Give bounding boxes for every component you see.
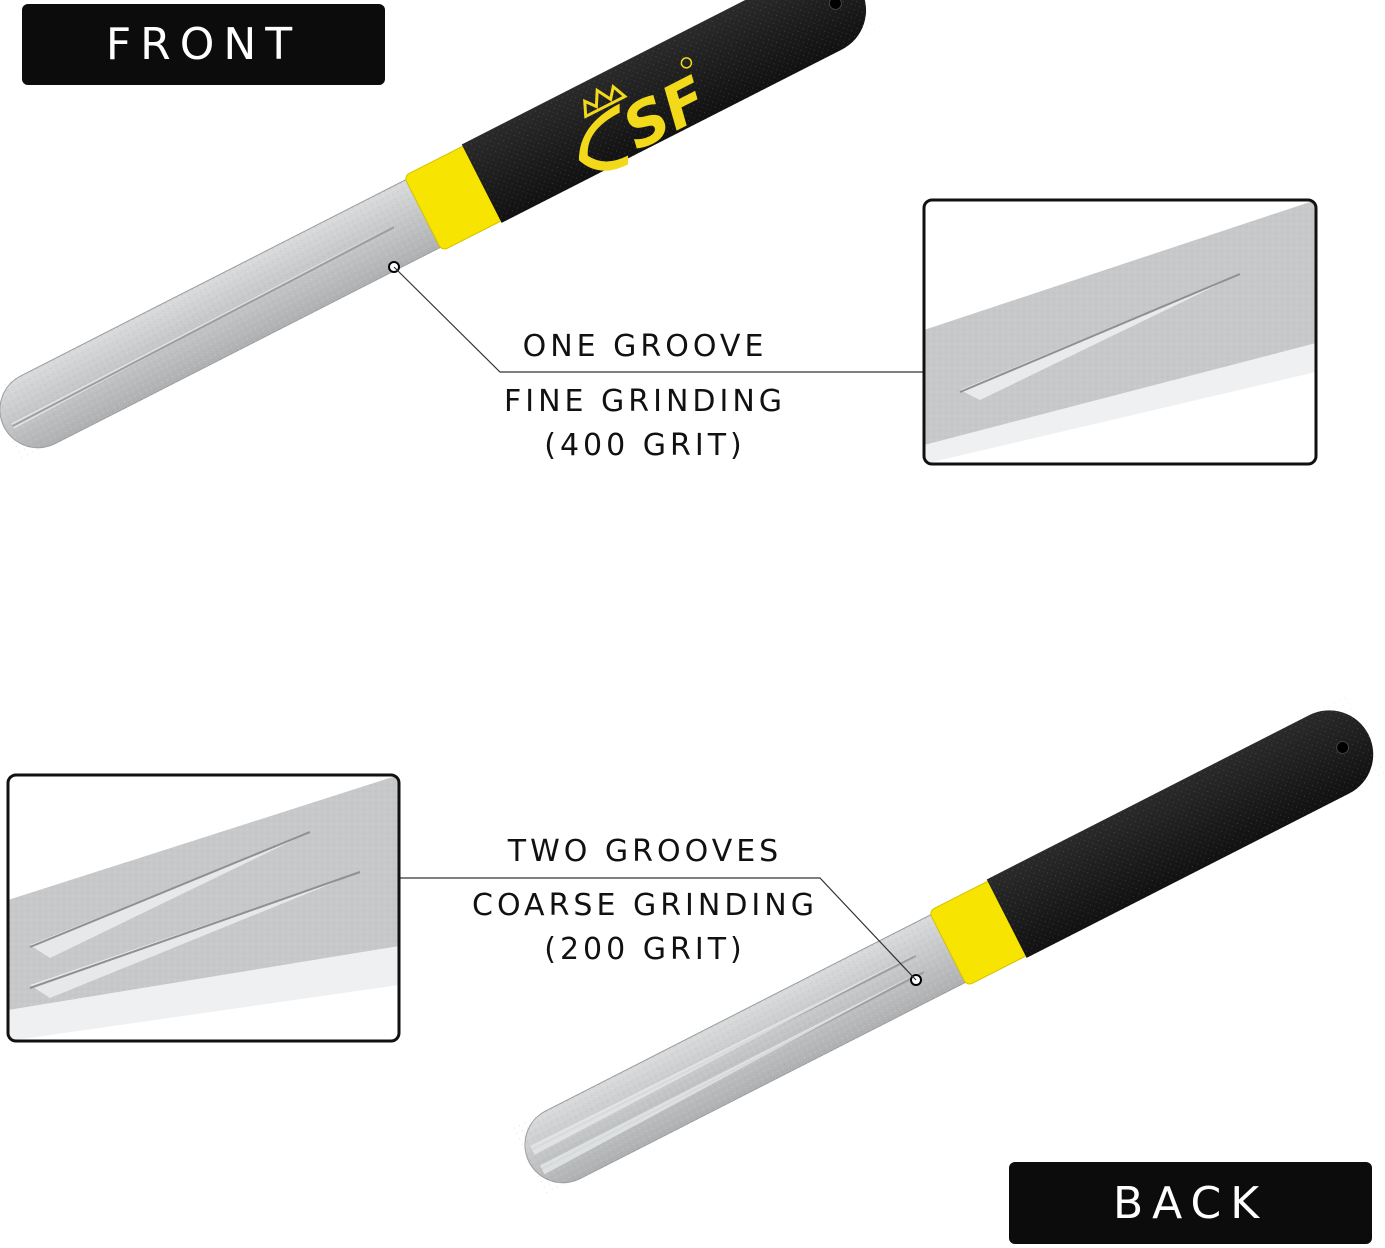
front-file-tool xyxy=(0,0,882,461)
back-callout-grit: (200 GRIT) xyxy=(544,932,746,967)
back-file-tool xyxy=(511,695,1385,1196)
registered-mark-icon xyxy=(680,57,693,69)
front-callout-connector xyxy=(388,261,924,373)
back-blade xyxy=(511,910,973,1196)
front-callout-grit: (400 GRIT) xyxy=(544,428,746,463)
front-callout-grinding: FINE GRINDING xyxy=(503,384,787,419)
back-zoom-inset xyxy=(6,773,401,1043)
back-badge: BACK xyxy=(1009,1162,1372,1244)
back-callout-grinding: COARSE GRINDING xyxy=(472,888,818,923)
front-hang-hole xyxy=(828,0,842,10)
front-badge: FRONT xyxy=(22,4,385,85)
front-blade xyxy=(0,175,448,461)
back-callout-connector xyxy=(400,877,922,986)
front-zoom-inset xyxy=(922,198,1318,466)
back-badge-label: BACK xyxy=(1112,1177,1269,1229)
front-badge-label: FRONT xyxy=(105,19,302,70)
back-hang-hole xyxy=(1336,741,1350,755)
front-callout-title: ONE GROOVE xyxy=(522,329,768,364)
back-callout-title: TWO GROOVES xyxy=(507,834,783,869)
